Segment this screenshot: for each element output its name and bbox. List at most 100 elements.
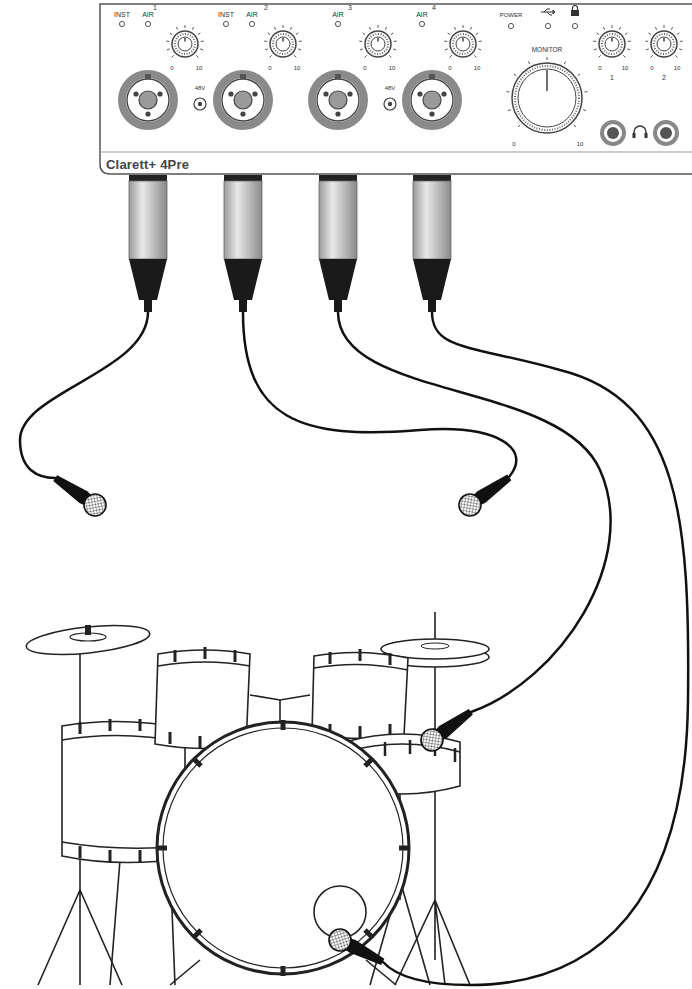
knob-tick xyxy=(597,33,599,35)
channel-number: 2 xyxy=(264,4,268,11)
phantom-label: 48V xyxy=(195,85,206,91)
knob-tick xyxy=(585,91,588,92)
knob-tick xyxy=(603,27,604,30)
led-label: POWER xyxy=(500,12,523,18)
scale-mark: 0 xyxy=(650,65,653,71)
led xyxy=(223,21,228,26)
knob-tick xyxy=(518,125,520,127)
jack-face xyxy=(222,79,264,121)
scale-mark: 0 xyxy=(268,65,271,71)
knob-knurl xyxy=(654,34,674,54)
knob-tick xyxy=(578,74,580,76)
jack-latch xyxy=(335,74,341,79)
scale-mark: 0 xyxy=(598,65,601,71)
knob-tick xyxy=(444,41,447,42)
xlr-pin xyxy=(157,91,162,96)
output-number: 1 xyxy=(610,74,614,81)
scale-mark: 0 xyxy=(512,141,515,147)
knob-tick xyxy=(599,55,601,57)
knob-pointer xyxy=(377,38,378,41)
knob-cap xyxy=(657,37,671,51)
xlr-pin xyxy=(335,111,340,116)
xlr-pin xyxy=(240,111,245,116)
knob-tick xyxy=(200,48,203,50)
plug-collar xyxy=(224,175,262,181)
knob-body xyxy=(450,31,476,57)
knob-tick xyxy=(170,33,172,35)
jack-face xyxy=(317,79,359,121)
scale-mark: 0 xyxy=(363,65,366,71)
overhead-mic-left xyxy=(49,469,110,520)
plug-tail xyxy=(334,298,342,312)
knob-cap xyxy=(518,69,576,127)
knob-tick xyxy=(612,25,613,28)
knob-tick xyxy=(675,55,677,57)
knob-tick xyxy=(479,41,482,42)
combo-input xyxy=(122,74,174,126)
knob-tick xyxy=(507,91,510,92)
knob-pointer xyxy=(546,70,547,91)
led-label: AIR xyxy=(246,11,258,18)
knob-tick xyxy=(296,33,298,35)
output-number: 2 xyxy=(662,74,666,81)
knob-tick xyxy=(450,55,452,57)
knob-tick xyxy=(680,41,683,42)
knob-knurl xyxy=(368,34,388,54)
knob-cap xyxy=(605,37,619,51)
knob-body xyxy=(599,31,625,57)
plug-boot xyxy=(319,259,357,300)
jack-hole xyxy=(329,91,347,109)
led xyxy=(145,21,150,26)
headphone-hole xyxy=(660,127,672,139)
gain-knob xyxy=(645,25,683,57)
knob-knurl xyxy=(273,34,293,54)
scale-mark: 0 xyxy=(170,65,173,71)
knob-tick xyxy=(478,48,481,50)
headphone-icon xyxy=(645,133,648,138)
channel-number: 3 xyxy=(348,4,352,11)
knob-tick xyxy=(645,41,648,42)
phantom-button-dot xyxy=(198,102,202,106)
plug-boot xyxy=(224,259,262,300)
xlr-plug xyxy=(129,175,167,312)
plug-barrel xyxy=(224,181,262,259)
knob-tick xyxy=(264,41,267,42)
knob-tick xyxy=(274,27,275,30)
knob-knurl xyxy=(175,34,195,54)
led-label: AIR xyxy=(142,11,154,18)
headphone-icon xyxy=(634,126,646,136)
scale-mark: 10 xyxy=(389,65,396,71)
knob-tick xyxy=(664,25,665,28)
knob-tick xyxy=(283,25,284,28)
plug-boot xyxy=(129,259,167,300)
knob-tick xyxy=(185,25,186,28)
xlr-pin xyxy=(133,91,138,96)
knob-tick xyxy=(198,33,200,35)
knob-tick xyxy=(474,55,476,57)
phantom-label: 48V xyxy=(385,85,396,91)
jack-face xyxy=(411,79,453,121)
jack-ring xyxy=(406,74,458,126)
knob-tick xyxy=(547,57,548,60)
knob-tick xyxy=(393,48,396,50)
knob-tick xyxy=(166,41,169,42)
knob-tick xyxy=(508,109,511,111)
knob-tick xyxy=(623,55,625,57)
phantom-button xyxy=(384,98,396,110)
knob-tick xyxy=(196,55,198,57)
knob-body xyxy=(172,31,198,57)
knob-tick xyxy=(651,55,653,57)
interface-panel xyxy=(100,4,692,174)
knob-tick xyxy=(677,33,679,35)
led xyxy=(545,23,550,28)
knob-tick xyxy=(378,25,379,28)
knob-knurl xyxy=(602,34,622,54)
headphone-hole xyxy=(607,127,619,139)
knob-tick xyxy=(671,27,672,30)
plug-barrel xyxy=(413,181,451,259)
xlr-pin xyxy=(145,111,150,116)
jack-latch xyxy=(145,74,151,79)
knob-tick xyxy=(298,48,301,50)
headphone-jack xyxy=(655,122,677,144)
